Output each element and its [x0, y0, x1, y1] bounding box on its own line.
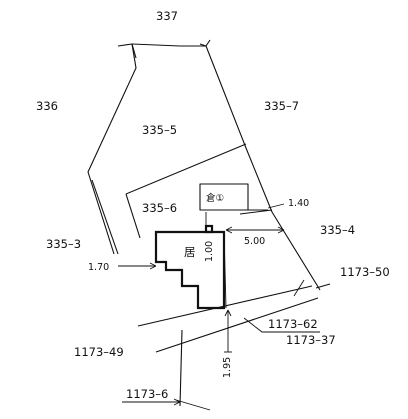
house-inner-line: [223, 231, 227, 309]
parcel-label-335-7: 335–7: [264, 99, 299, 113]
shed-mark: 倉①: [206, 192, 224, 204]
road-lines: [137, 279, 319, 411]
dimension-label-5-00: 5.00: [244, 236, 265, 247]
parcel-label-1173-37: 1173–37: [286, 333, 336, 347]
dimension-label-1-40: 1.40: [288, 198, 309, 209]
parcel-label-335-6: 335–6: [142, 201, 177, 215]
parcel-label-335-3: 335–3: [46, 237, 81, 251]
parcel-boundaries: [87, 39, 331, 291]
house-footprint: [154, 230, 226, 310]
dimension-label-1-95: 1.95: [222, 357, 233, 378]
parcel-label-335-4: 335–4: [320, 223, 355, 237]
dimension-lines: [118, 203, 320, 406]
parcel-label-335-5: 335–5: [142, 123, 177, 137]
shed-building: [199, 183, 249, 211]
parcel-label-1173-50: 1173–50: [340, 265, 390, 279]
dimension-label-1-70: 1.70: [88, 262, 109, 273]
parcel-label-1173-62: 1173–62: [268, 317, 318, 331]
house-chimney: [204, 224, 214, 234]
parcel-label-337: 337: [156, 9, 178, 23]
house-mark: 居: [184, 245, 196, 259]
parcel-label-1173-6: 1173–6: [126, 387, 168, 401]
parcel-label-1173-49: 1173–49: [74, 345, 124, 359]
dimension-label-1-00: 1.00: [204, 241, 215, 262]
parcel-label-336: 336: [36, 99, 58, 113]
